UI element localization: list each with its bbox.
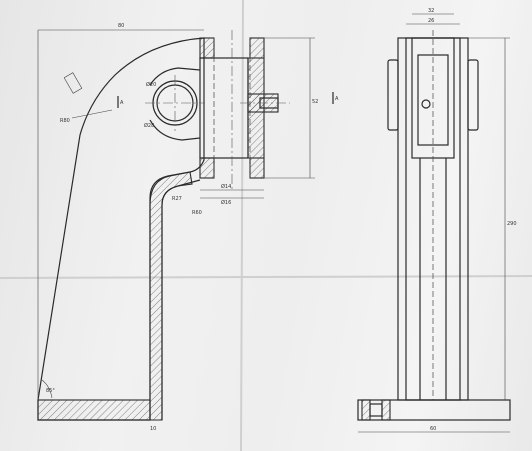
side-yoke-slot bbox=[417, 54, 449, 146]
dim-radius-large-leader bbox=[71, 109, 113, 119]
section-label-left: A bbox=[120, 100, 124, 106]
dim-bottom-bore: Ø14 bbox=[221, 183, 231, 190]
dim-base-width: 60 bbox=[430, 426, 436, 432]
dim-radius-bend-inner: R60 bbox=[192, 210, 202, 216]
section-label-right: A bbox=[335, 96, 339, 102]
hub-bottom-right bbox=[249, 157, 265, 179]
side-base-hatch-left bbox=[361, 399, 371, 421]
dim-top-width: 32 bbox=[428, 8, 434, 14]
dim-side-height: 52 bbox=[312, 99, 318, 105]
boss-lower-arc bbox=[149, 119, 201, 141]
hub-bottom-left bbox=[199, 157, 215, 179]
side-lug-right bbox=[467, 59, 479, 131]
dim-bottom-bore-2: Ø16 bbox=[221, 199, 231, 206]
side-base-hole bbox=[369, 403, 383, 417]
dim-radius-large: R80 bbox=[60, 118, 70, 124]
dim-overall-height: 290 bbox=[507, 221, 517, 227]
dim-bore-diameter: Ø20 bbox=[146, 81, 156, 88]
dim-hub-diameter: Ø28 bbox=[144, 122, 154, 129]
hub-top-right bbox=[249, 37, 265, 59]
dim-overall-width: 80 bbox=[118, 23, 124, 29]
dim-angle-arc bbox=[41, 379, 53, 399]
boss-upper-arc bbox=[149, 67, 201, 86]
detail-symbol bbox=[63, 72, 83, 94]
paper-fold-vertical bbox=[240, 0, 244, 451]
paper-fold-horizontal bbox=[0, 275, 532, 279]
arm-inner-bend bbox=[161, 179, 201, 420]
base-section bbox=[37, 399, 151, 421]
dim-inner-width: 26 bbox=[428, 18, 434, 24]
side-base-hatch-right bbox=[381, 399, 391, 421]
arm-outer-contour bbox=[37, 37, 205, 421]
front-view: 80 52 Ø14 Ø16 Ø20 Ø28 R80 R27 R60 85° 10… bbox=[37, 23, 339, 432]
hub-top-left bbox=[199, 37, 215, 59]
side-view: 32 26 290 60 bbox=[357, 8, 517, 433]
dim-radius-bend-outer: R27 bbox=[172, 196, 182, 202]
side-pin-hole bbox=[421, 99, 431, 109]
side-base bbox=[357, 399, 511, 421]
hub-body bbox=[199, 57, 249, 159]
side-lug-left bbox=[387, 59, 399, 131]
web-section bbox=[149, 171, 193, 421]
dim-angle: 85° bbox=[46, 388, 55, 394]
dim-base-thickness: 10 bbox=[150, 426, 156, 432]
